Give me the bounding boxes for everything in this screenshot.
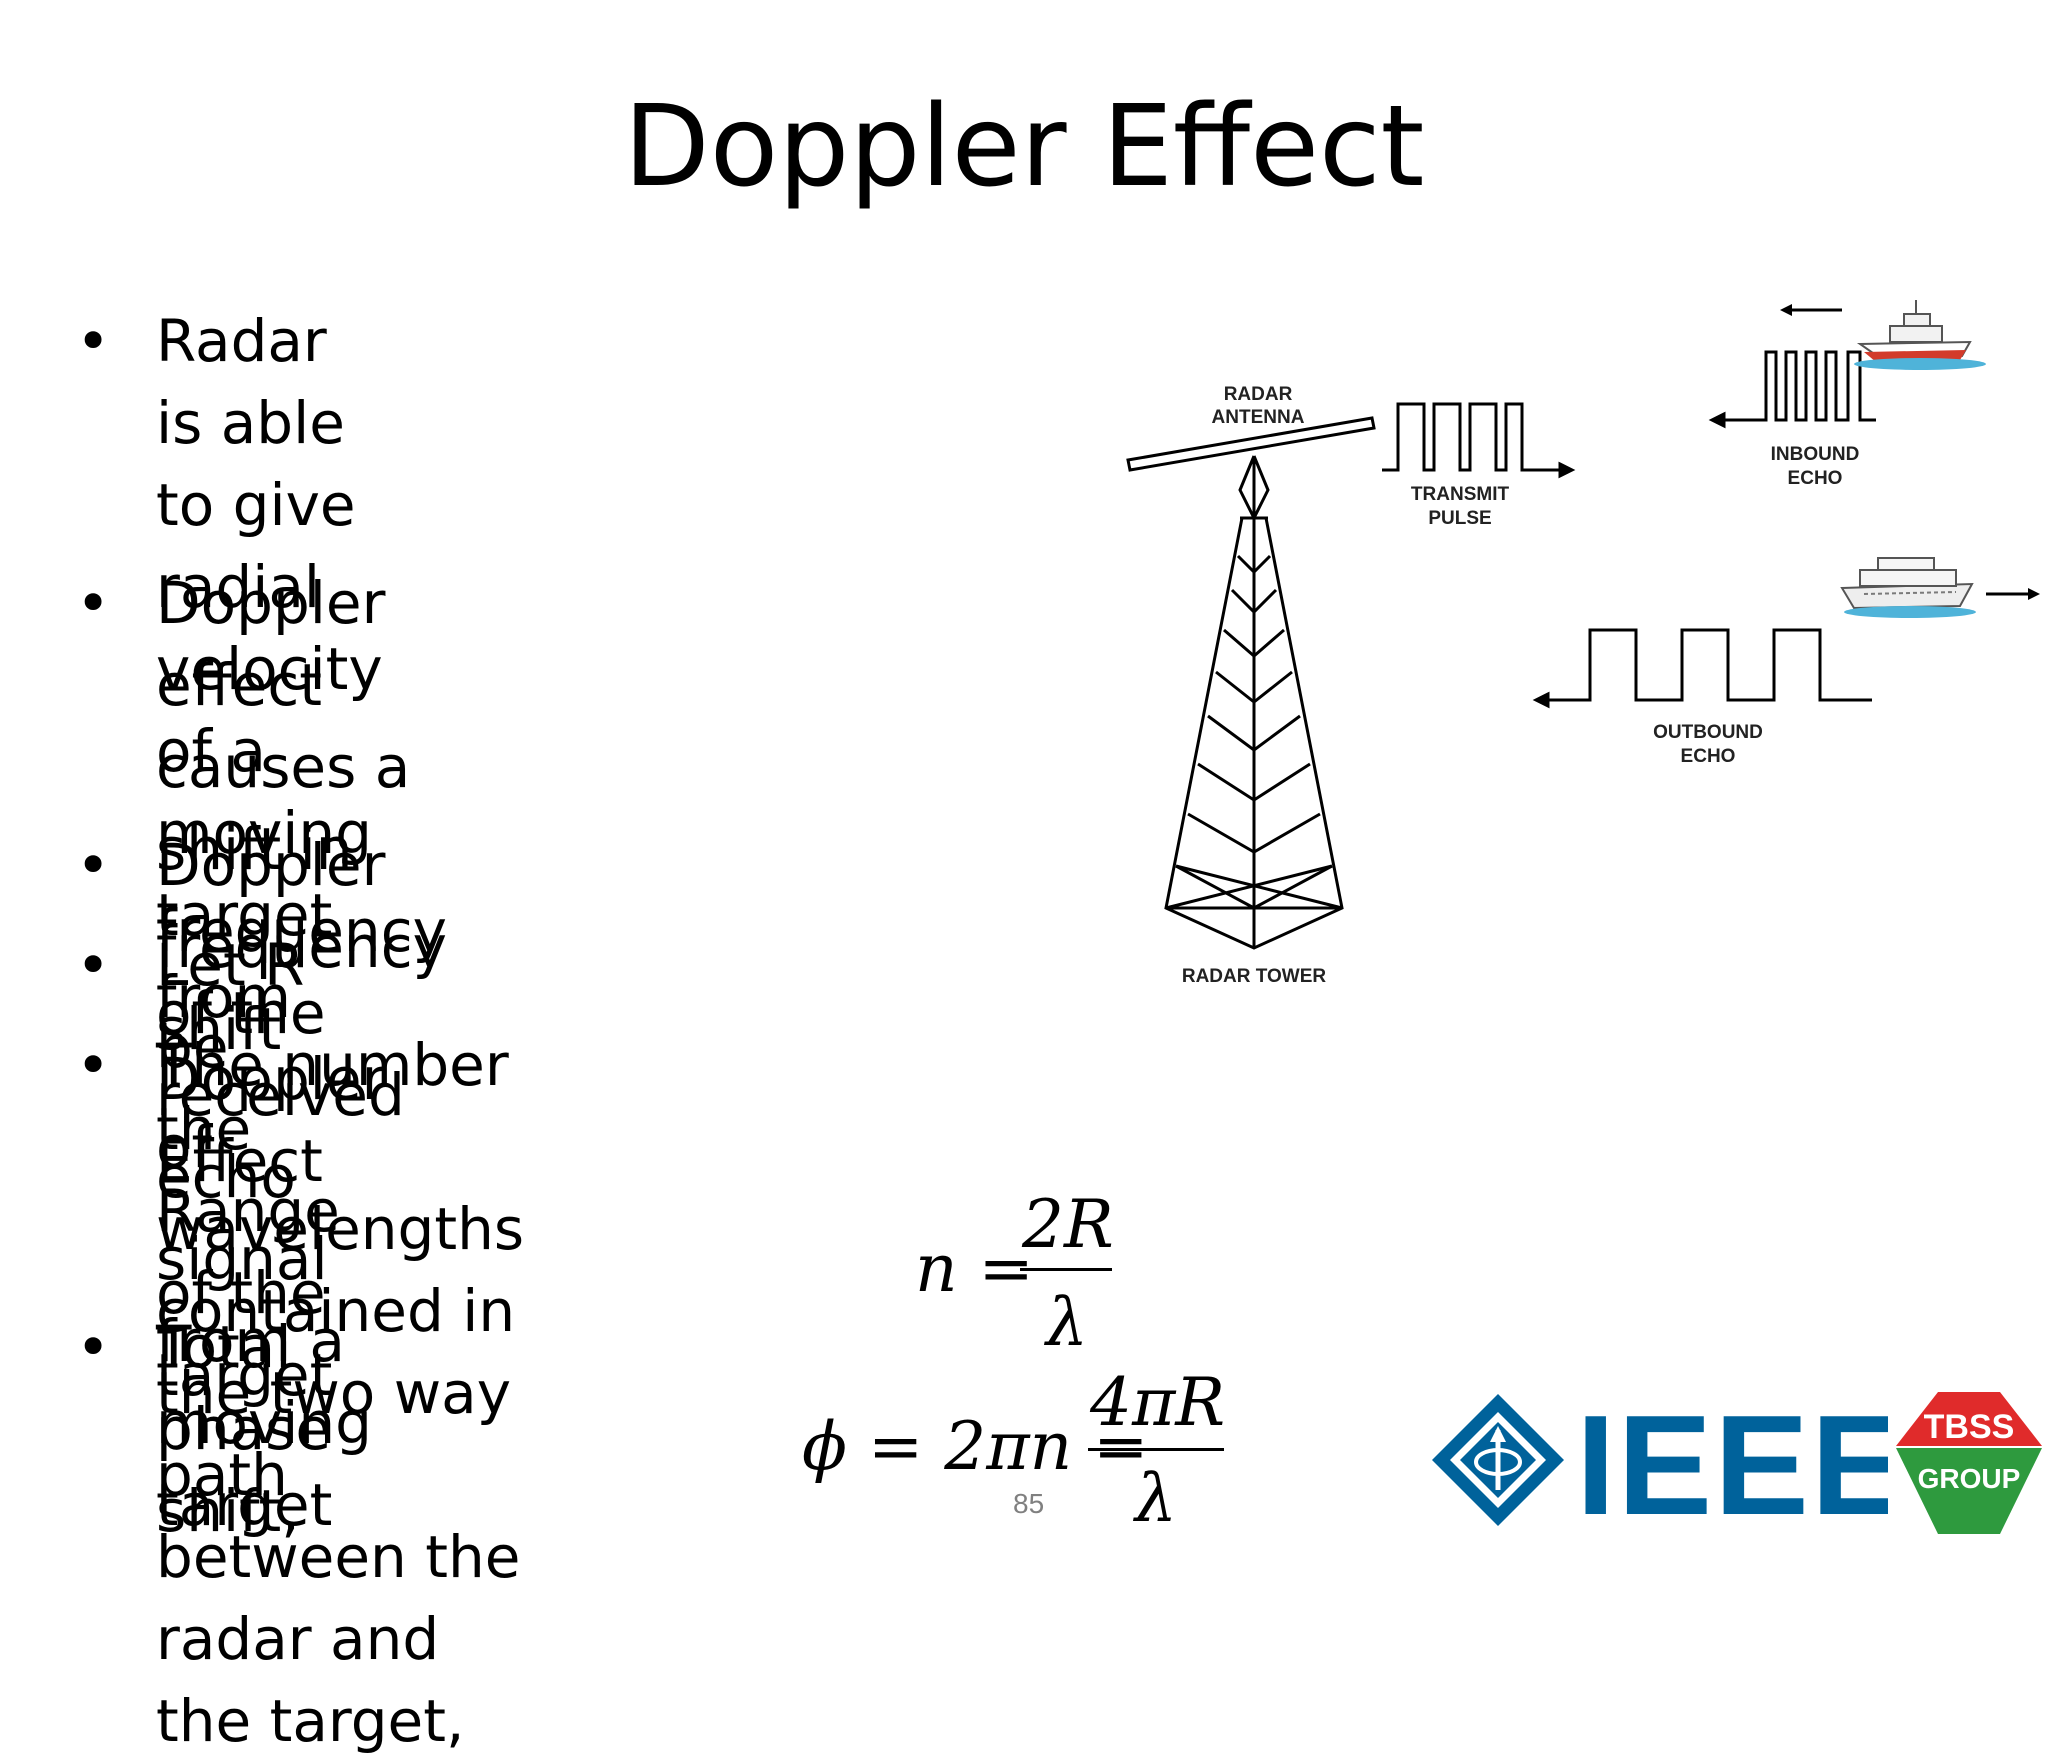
outbound-echo-waveform [1532,628,1872,709]
bullet-marker: • [76,569,111,637]
equation-phi-numerator: 4πR [1090,1364,1226,1441]
equation-n-numerator: 2R [1022,1186,1114,1263]
equation-phi-denominator: λ [1135,1460,1177,1537]
bullet-text: Let R be the Range of the target [156,931,340,1409]
antenna-label-line2: ANTENNA [1212,407,1305,428]
antenna-icon [1126,416,1376,472]
inbound-direction-arrow [1780,304,1842,316]
ieee-diamond-icon [1432,1394,1564,1526]
bullet-marker: • [76,1313,111,1381]
equation-n-denominator: λ [1046,1284,1088,1361]
bullet-text: Doppler frequency shift [156,831,447,1063]
inbound-echo-waveform [1708,350,1876,429]
tbss-text: TBSS [1924,1408,2015,1446]
inbound-label-line1: INBOUND [1771,444,1860,465]
bullet-text: Total phase shift, [156,1313,332,1545]
bullet-marker: • [76,831,111,899]
outbound-label-line1: OUTBOUND [1653,722,1763,743]
group-text: GROUP [1918,1463,2021,1494]
bullet-marker: • [76,931,111,999]
tower-icon [1164,455,1344,950]
transmit-pulse-waveform [1382,402,1576,479]
bullet-marker: • [76,307,111,375]
transmit-label-line2: PULSE [1428,508,1491,529]
ieee-wordmark: IEEE [1576,1390,1888,1530]
tower-label: RADAR TOWER [1182,966,1327,987]
equation-phi-fraction-bar [1088,1448,1224,1451]
antenna-label-line1: RADAR [1224,384,1293,405]
bullet-text: Radar is able to give radial velocity of… [156,307,386,1195]
outbound-direction-arrow [1986,588,2040,600]
equation-phi-lhs: ϕ = 2πn = [802,1408,1149,1485]
ieee-logo: IEEE [1432,1390,1888,1530]
equation-n-fraction-bar [1020,1268,1112,1271]
page-number: 85 [1013,1488,1045,1519]
transmit-label-line1: TRANSMIT [1411,484,1510,505]
bullet-text: Doppler effect causes a shift in frequen… [156,569,447,1539]
equation-n-lhs: n = [915,1230,1034,1307]
inbound-label-line2: ECHO [1788,468,1843,489]
bullet-marker: • [76,1031,111,1099]
yacht-icon [1854,300,1986,370]
slide-title: Doppler Effect [623,82,1425,212]
cruise-ship-icon [1840,557,1976,618]
radar-diagram: RADAR ANTENNA RADAR TOWER TRANSMIT PULSE… [1126,300,2040,987]
tbss-group-logo: TBSS GROUP [1896,1392,2042,1534]
outbound-label-line2: ECHO [1681,746,1736,767]
